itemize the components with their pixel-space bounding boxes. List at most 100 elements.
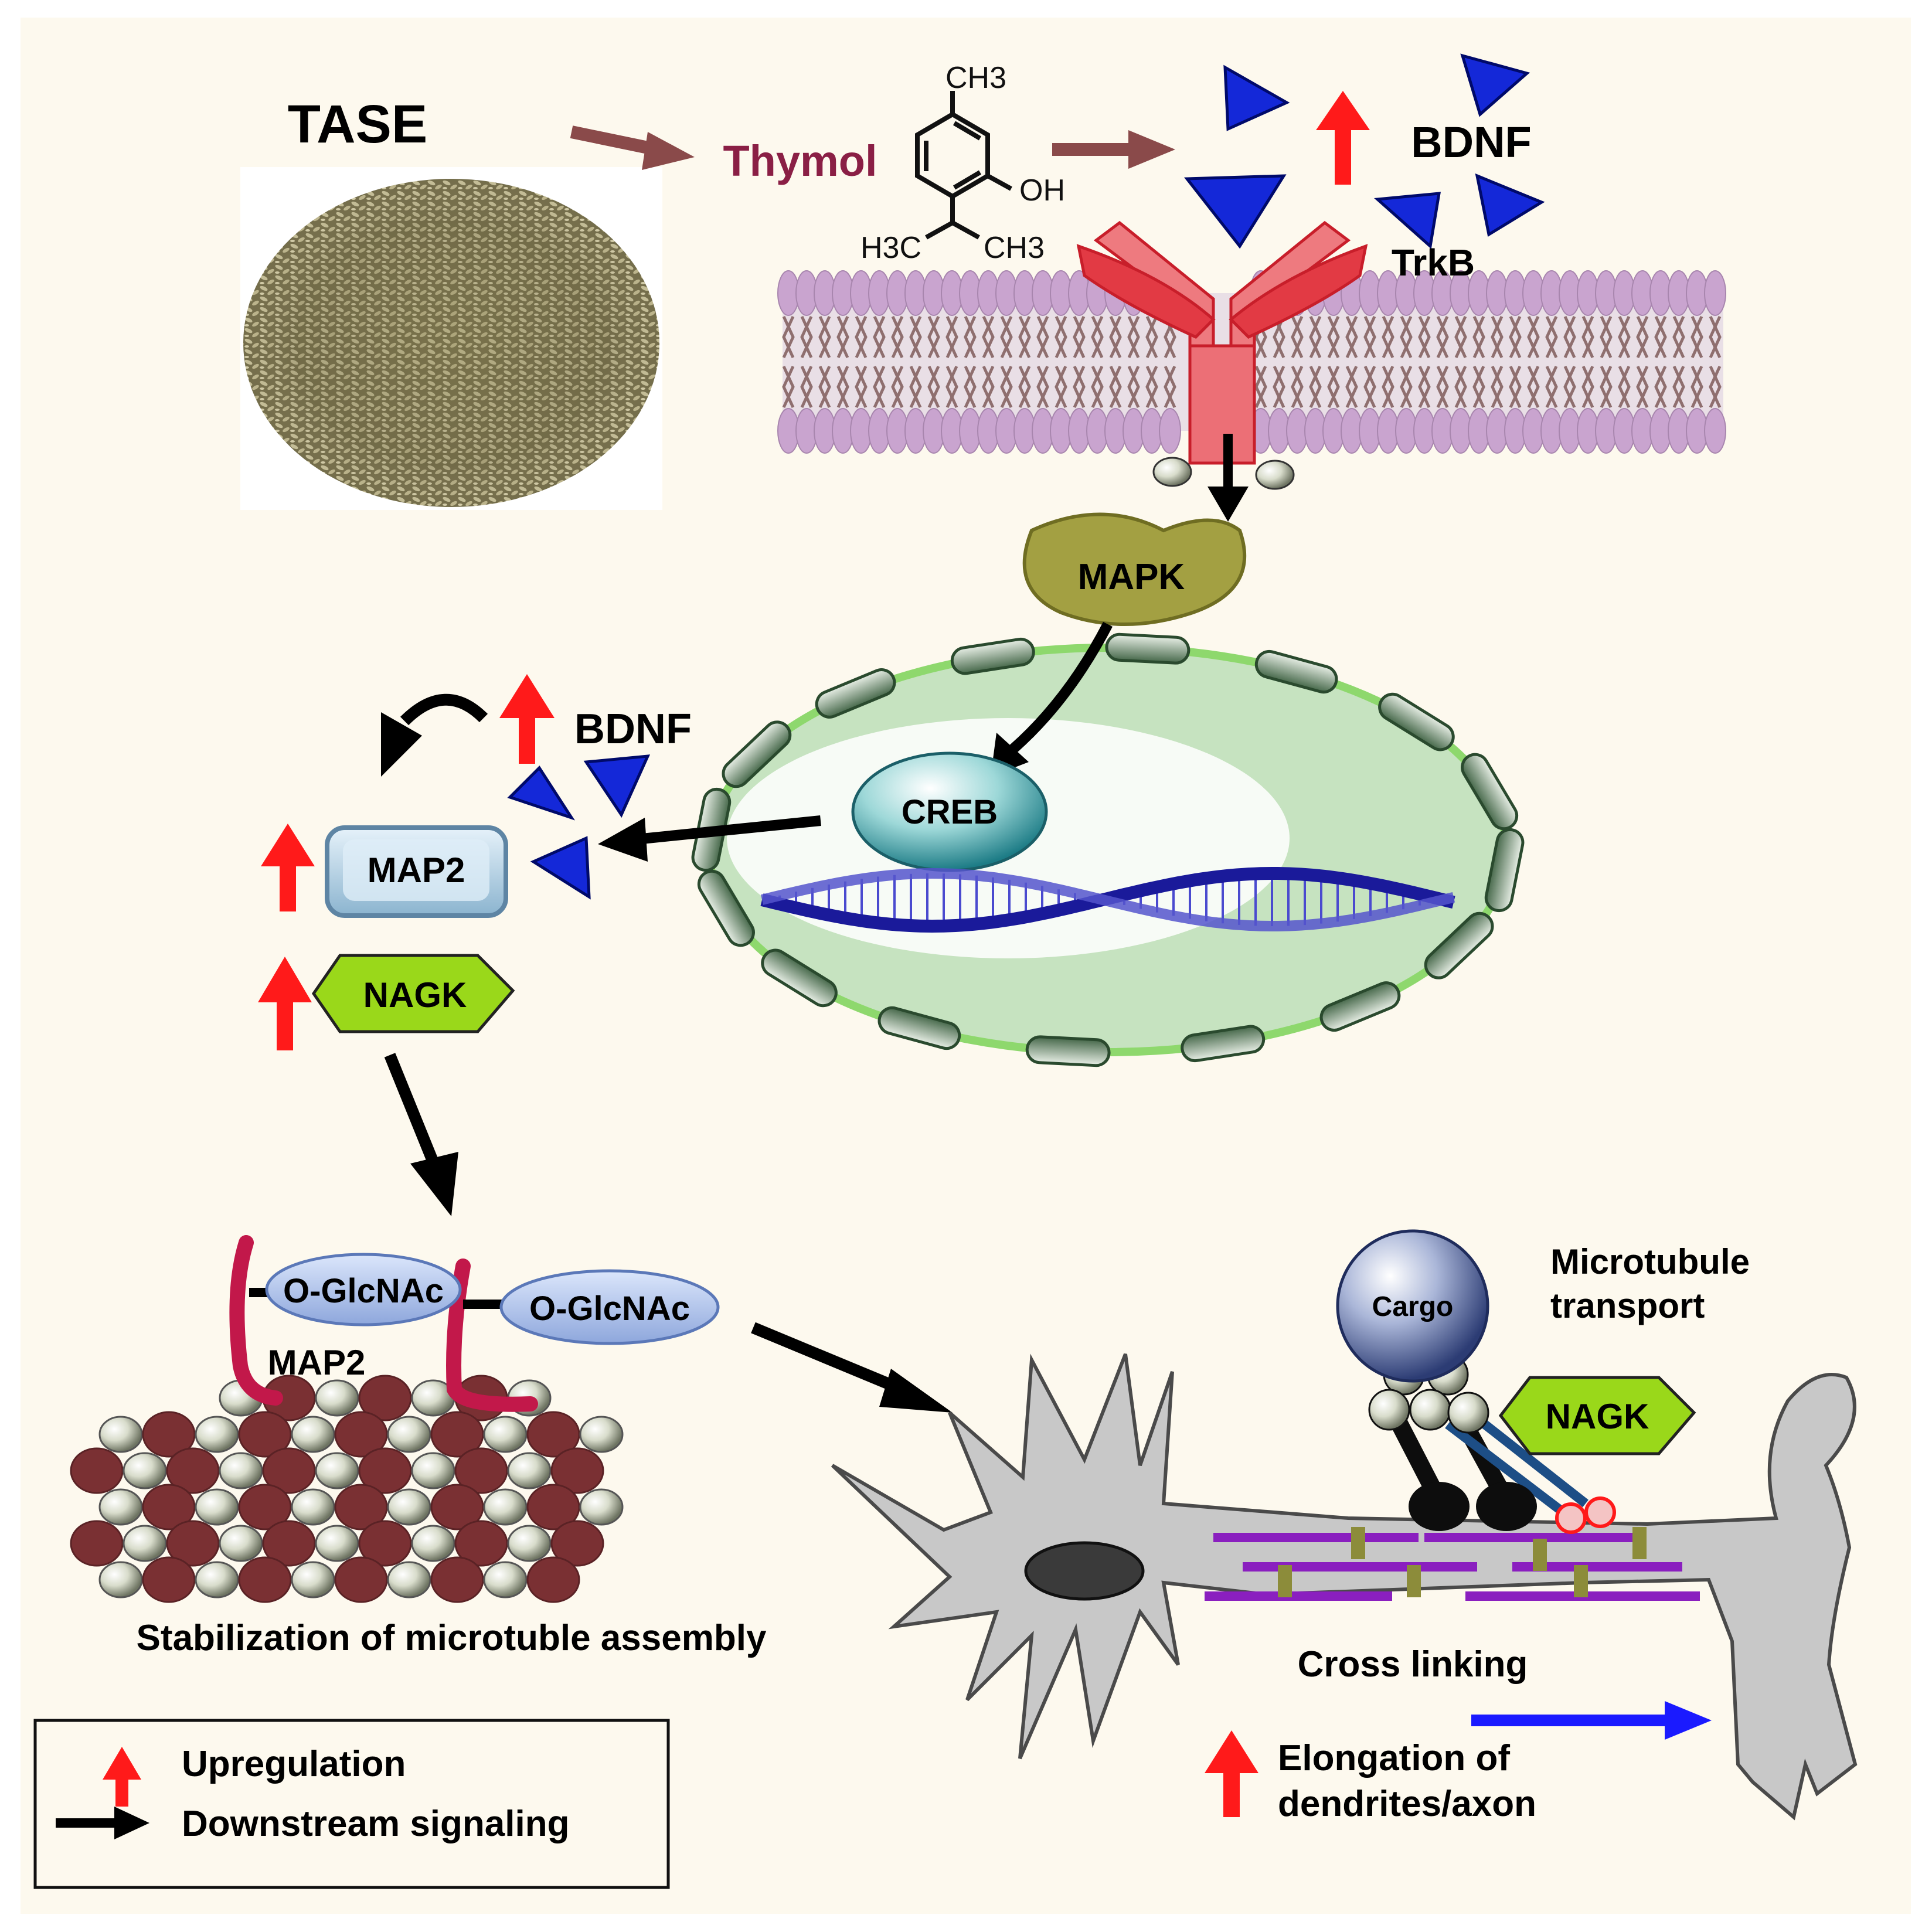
lipid-tail <box>1018 315 1031 359</box>
arrow-thymol-to-bdnf <box>1052 130 1175 169</box>
lipid-tail <box>1309 315 1322 359</box>
lipid-tail <box>1309 365 1322 409</box>
oh-label: OH <box>1019 174 1065 208</box>
lipid-tail <box>1327 315 1340 359</box>
lipid-tail <box>1709 315 1722 359</box>
lipid-tail <box>891 315 904 359</box>
tubulin-subunit <box>507 1525 552 1562</box>
tubulin-subunit <box>430 1556 484 1603</box>
tubulin-subunit <box>358 1447 412 1494</box>
lipid-tail <box>1018 365 1031 409</box>
trkb-label: TrkB <box>1392 242 1475 284</box>
arrow-oglcnac-to-neuron <box>751 1322 953 1413</box>
lipid-tail <box>1672 315 1685 359</box>
lipid-tail <box>1036 365 1049 409</box>
cross-linked-microtubules <box>1205 1527 1700 1601</box>
lipid-tail <box>1581 315 1594 359</box>
lipid-tail <box>1563 365 1576 409</box>
arrow-creb-to-map2 <box>598 815 821 862</box>
lipid-tail <box>800 315 813 359</box>
lipid-tail <box>836 315 849 359</box>
thymol-label: Thymol <box>723 137 877 185</box>
elongation-arrow <box>1471 1701 1712 1740</box>
lipid-tail <box>1164 365 1176 409</box>
lipid-tail <box>855 365 868 409</box>
lipid-tail <box>1291 315 1304 359</box>
lipid-tail <box>1509 365 1522 409</box>
ajwain-seeds-shade <box>243 179 659 507</box>
lipid-tail <box>891 315 904 359</box>
tubulin-subunit <box>483 1488 528 1526</box>
lipid-tail <box>1382 315 1394 359</box>
arrow-tase-to-thymol <box>570 125 695 170</box>
lipid-tail <box>1618 365 1631 409</box>
tubulin-subunit <box>70 1447 124 1494</box>
tubulin-subunit <box>238 1556 292 1603</box>
tubulin-subunit <box>550 1447 604 1494</box>
lipid-tail <box>782 365 795 409</box>
lipid-tail <box>1073 365 1086 409</box>
lipid-tail <box>1055 315 1067 359</box>
lipid-tail <box>1600 365 1613 409</box>
lipid-tail <box>800 365 813 409</box>
lipid-tail <box>1618 315 1631 359</box>
h3c-label: H3C <box>860 231 921 265</box>
map2-strands <box>229 1235 538 1412</box>
lipid-tail <box>1036 315 1049 359</box>
lipid-tail <box>1472 365 1485 409</box>
tubulin-subunit <box>238 1411 292 1458</box>
tubulin-subunit <box>142 1411 196 1458</box>
lipid-tail <box>818 365 831 409</box>
lipid-tail <box>982 315 995 359</box>
tubulin-subunit <box>526 1556 580 1603</box>
lipid-tail <box>1709 315 1722 359</box>
lipid-tail <box>855 315 868 359</box>
nuclear-pore <box>1254 649 1338 694</box>
lipid-tail <box>1636 365 1649 409</box>
lipid-tail <box>1690 365 1703 409</box>
lipid-tail <box>927 315 940 359</box>
lipid-tail <box>1291 365 1304 409</box>
lipid-tail <box>800 365 813 409</box>
lipid-tail <box>964 365 977 409</box>
lipid-tail <box>1073 315 1086 359</box>
tubulin-subunit <box>195 1416 239 1453</box>
cargo-label: Cargo <box>1372 1291 1454 1322</box>
tubulin-subunit <box>166 1520 220 1567</box>
lipid-tail <box>1055 315 1067 359</box>
map2-box-label: MAP2 <box>368 851 465 890</box>
bdnf-triangles-mid <box>507 754 651 900</box>
lipid-tail <box>1164 365 1176 409</box>
lipid-tail <box>1036 365 1049 409</box>
lipid-tail <box>1454 315 1467 359</box>
lipid-tail <box>982 365 995 409</box>
lipid-tail <box>1472 315 1485 359</box>
lipid-tail <box>1509 315 1522 359</box>
lipid-tail <box>873 315 886 359</box>
lipid-tail <box>909 315 922 359</box>
lipid-tail <box>909 365 922 409</box>
lipid-tail <box>1327 315 1340 359</box>
lipid-tail <box>909 365 922 409</box>
lipid-tail <box>1345 315 1358 359</box>
lipid-tail <box>927 365 940 409</box>
nuclear-pore <box>761 948 838 1008</box>
lipid-tail <box>1509 315 1522 359</box>
lipid-tail <box>1309 315 1322 359</box>
lipid-tail <box>1491 365 1504 409</box>
lipid-tail <box>1291 315 1304 359</box>
lipid-tail <box>1327 365 1340 409</box>
lipid-tail <box>1273 365 1285 409</box>
lipid-tail <box>1109 365 1122 409</box>
lipid-tail <box>1073 315 1086 359</box>
up-arrow-nagk <box>258 957 312 1050</box>
lipid-head <box>1704 408 1726 454</box>
lipid-tail <box>964 315 977 359</box>
tubulin-subunit <box>387 1416 431 1453</box>
lipid-tail <box>1491 315 1504 359</box>
lipid-tail <box>1654 315 1667 359</box>
lipid-tail <box>1672 315 1685 359</box>
lipid-tail <box>1527 365 1540 409</box>
lipid-tail <box>1400 365 1413 409</box>
lipid-tail <box>1018 315 1031 359</box>
